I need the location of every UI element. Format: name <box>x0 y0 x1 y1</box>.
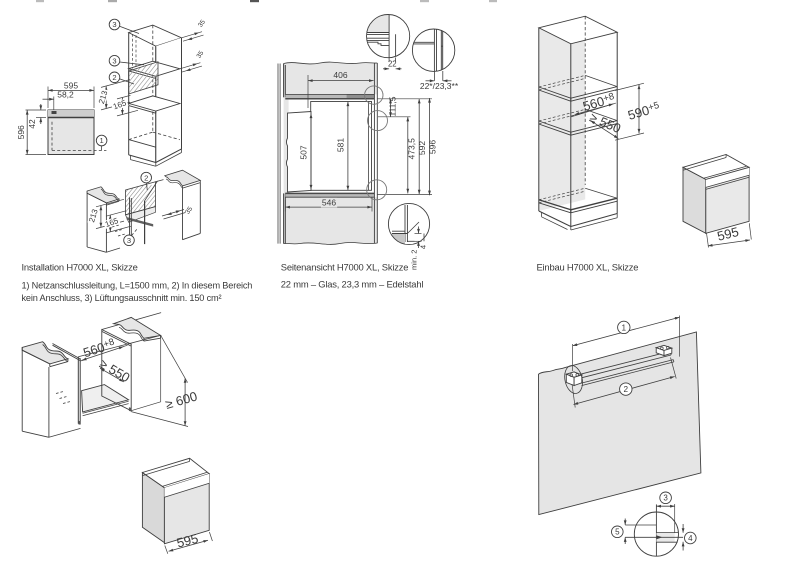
svg-text:3: 3 <box>112 56 116 65</box>
svg-text:min. 2: min. 2 <box>409 250 418 270</box>
svg-text:596: 596 <box>16 125 26 139</box>
svg-text:473,5: 473,5 <box>407 138 417 160</box>
svg-text:22*/23,3**: 22*/23,3** <box>420 81 459 91</box>
svg-text:592: 592 <box>417 141 427 155</box>
svg-text:2: 2 <box>144 173 148 182</box>
svg-text:3: 3 <box>663 494 668 503</box>
svg-text:507: 507 <box>299 145 309 159</box>
svg-text:22: 22 <box>388 60 397 69</box>
svg-text:406: 406 <box>333 70 347 80</box>
svg-text:596: 596 <box>427 140 437 154</box>
svg-text:4: 4 <box>688 534 693 543</box>
svg-text:Einbau H7000 XL, Skizze: Einbau H7000 XL, Skizze <box>537 261 639 272</box>
svg-text:42: 42 <box>27 119 37 129</box>
svg-text:22 mm – Glas, 23,3 mm – Edelst: 22 mm – Glas, 23,3 mm – Edelstahl <box>281 279 424 290</box>
svg-text:3: 3 <box>112 20 116 29</box>
svg-text:111,5: 111,5 <box>388 96 398 116</box>
svg-text:5: 5 <box>615 528 620 537</box>
svg-text:Installation H7000 XL, Skizze: Installation H7000 XL, Skizze <box>22 261 138 272</box>
svg-text:3: 3 <box>127 236 131 245</box>
svg-text:Seitenansicht H7000 XL, Skizze: Seitenansicht H7000 XL, Skizze <box>281 261 408 272</box>
svg-text:kein Anschluss, 3) Lüftungsaus: kein Anschluss, 3) Lüftungsausschnitt mi… <box>22 293 222 303</box>
svg-text:58,2: 58,2 <box>57 89 74 99</box>
svg-text:1: 1 <box>622 323 627 332</box>
svg-text:4: 4 <box>419 245 428 249</box>
svg-text:546: 546 <box>322 197 336 207</box>
svg-text:1: 1 <box>99 136 103 145</box>
svg-text:1) Netzanschlussleitung, L=150: 1) Netzanschlussleitung, L=1500 mm, 2) I… <box>22 281 253 291</box>
svg-text:2: 2 <box>624 385 629 394</box>
svg-text:581: 581 <box>336 138 346 152</box>
svg-text:2: 2 <box>112 73 116 82</box>
